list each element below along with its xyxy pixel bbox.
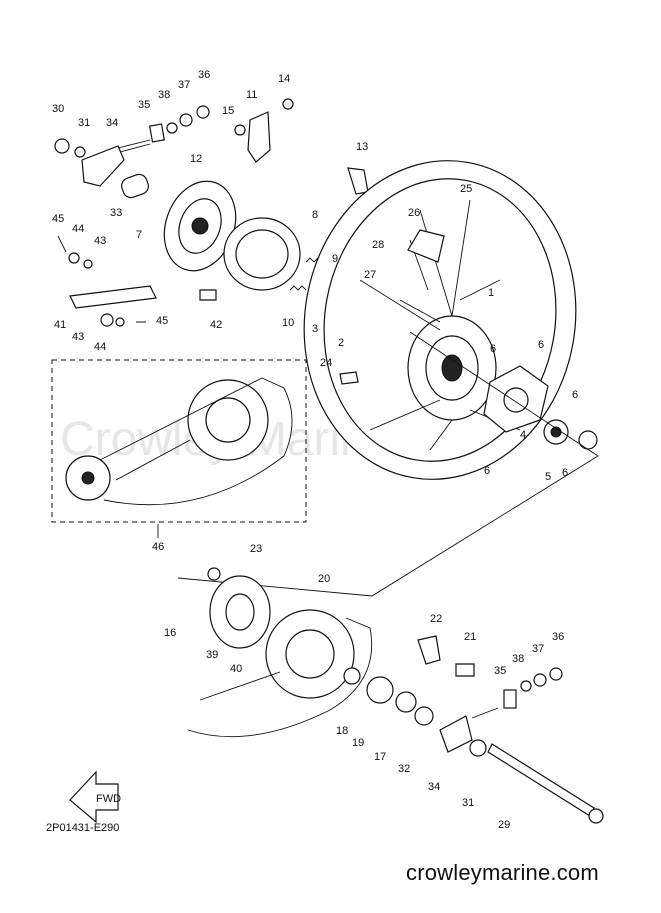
- callout-40: 40: [230, 663, 242, 675]
- callout-24: 24: [320, 357, 332, 369]
- callout-44a: 44: [72, 223, 84, 235]
- callout-6d: 6: [484, 465, 490, 477]
- callout-38: 38: [158, 89, 170, 101]
- lower-assembly: [187, 567, 604, 824]
- callout-6b: 6: [538, 339, 544, 351]
- callout-44b: 44: [94, 341, 106, 353]
- callout-26: 26: [408, 207, 420, 219]
- callout-31b: 31: [462, 797, 474, 809]
- callout-7: 7: [136, 229, 142, 241]
- brake-assembly: [54, 98, 381, 327]
- callout-1: 1: [488, 287, 494, 299]
- callout-8: 8: [312, 209, 318, 221]
- rear-wheel: [303, 160, 598, 480]
- callout-34: 34: [106, 117, 118, 129]
- diagram-code: 2P01431-E290: [46, 822, 120, 834]
- callout-35: 35: [138, 99, 150, 111]
- chain-sprocket-group: [65, 377, 293, 506]
- callout-11: 11: [246, 89, 257, 101]
- callout-19: 19: [352, 737, 364, 749]
- callout-39: 39: [206, 649, 218, 661]
- callout-32: 32: [398, 763, 410, 775]
- callout-27: 27: [364, 269, 376, 281]
- callout-6e: 6: [562, 467, 568, 479]
- callout-45b: 45: [156, 315, 168, 327]
- callout-33: 33: [110, 207, 122, 219]
- callout-3: 3: [312, 323, 318, 335]
- callout-28: 28: [372, 239, 384, 251]
- callout-labels: 1 2 3 4 5 6 6 6 6 6 7 8 9 10 11 12 13 14…: [52, 69, 578, 831]
- callout-17: 17: [374, 751, 386, 763]
- callout-12: 12: [190, 153, 202, 165]
- callout-34b: 34: [428, 781, 440, 793]
- callout-31: 31: [78, 117, 90, 129]
- brand-caption: crowleymarine.com: [406, 860, 599, 885]
- callout-2: 2: [338, 337, 344, 349]
- callout-4: 4: [520, 429, 526, 441]
- callout-36: 36: [198, 69, 210, 81]
- callout-37b: 37: [532, 643, 544, 655]
- callout-29: 29: [498, 819, 510, 831]
- callout-25: 25: [460, 183, 472, 195]
- callout-38b: 38: [512, 653, 524, 665]
- callout-22: 22: [430, 613, 442, 625]
- callout-37: 37: [178, 79, 190, 91]
- callout-35b: 35: [494, 665, 506, 677]
- callout-43b: 43: [72, 331, 84, 343]
- callout-46: 46: [152, 541, 164, 553]
- callout-14: 14: [278, 73, 290, 85]
- callout-13: 13: [356, 141, 368, 153]
- callout-15: 15: [222, 105, 234, 117]
- callout-30: 30: [52, 103, 64, 115]
- callout-10: 10: [282, 317, 294, 329]
- chain-sprocket-box: [51, 359, 307, 523]
- callout-23: 23: [250, 543, 262, 555]
- callout-18: 18: [336, 725, 348, 737]
- callout-36b: 36: [552, 631, 564, 643]
- callout-6c: 6: [572, 389, 578, 401]
- callout-41: 41: [54, 319, 66, 331]
- callout-16: 16: [164, 627, 176, 639]
- callout-5: 5: [545, 471, 551, 483]
- callout-6a: 6: [490, 343, 496, 355]
- callout-42: 42: [210, 319, 222, 331]
- callout-20: 20: [318, 573, 330, 585]
- fwd-arrow-icon: FWD: [69, 770, 121, 824]
- fwd-label: FWD: [96, 793, 121, 805]
- callout-21: 21: [464, 631, 476, 643]
- callout-9: 9: [332, 253, 338, 265]
- callout-43a: 43: [94, 235, 106, 247]
- callout-45a: 45: [52, 213, 64, 225]
